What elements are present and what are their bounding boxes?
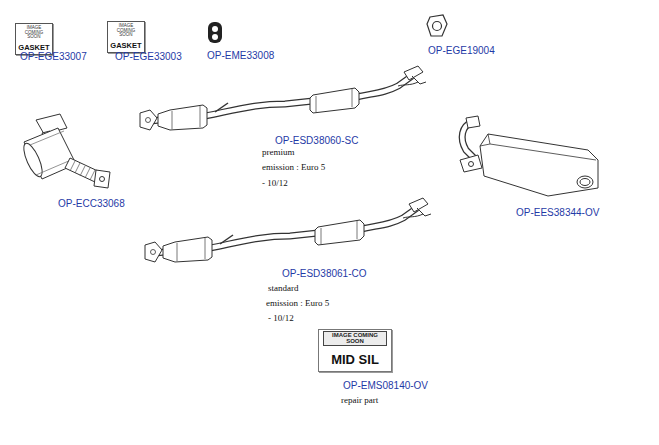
gasket-box: IMAGE COMING SOON GASKET bbox=[107, 21, 145, 53]
catalyst-figure bbox=[20, 114, 110, 188]
note-holder: standard bbox=[268, 277, 299, 295]
part-title: GASKET bbox=[18, 43, 49, 52]
part-note: - 10/12 bbox=[262, 178, 288, 188]
part-note: - 10/12 bbox=[268, 313, 294, 323]
part-number-holder: OP-EME33008 bbox=[207, 45, 274, 63]
note-holder: emission : Euro 5 bbox=[262, 156, 325, 174]
part-number: OP-EES38344-OV bbox=[516, 207, 599, 218]
premium-pipe-figure bbox=[140, 66, 426, 130]
part-number: OP-EGE19004 bbox=[428, 45, 495, 56]
part-note: emission : Euro 5 bbox=[266, 298, 329, 308]
part-number: OP-EGE33007 bbox=[20, 51, 87, 62]
part-note: premium bbox=[262, 147, 295, 157]
part-number-holder: OP-EMS08140-OV bbox=[343, 375, 428, 393]
part-number-holder: OP-EGE33007 bbox=[20, 46, 87, 64]
part-note: emission : Euro 5 bbox=[262, 162, 325, 172]
hanger-icon bbox=[208, 22, 222, 43]
placeholder-box: IMAGE COMING SOON MID SIL bbox=[318, 329, 392, 372]
flange-gasket-icon bbox=[427, 15, 447, 36]
part-title: GASKET bbox=[110, 41, 141, 50]
part-number-holder: OP-EES38344-OV bbox=[516, 202, 599, 220]
note-holder: premium bbox=[262, 141, 295, 159]
rear-silencer-figure bbox=[460, 116, 598, 196]
part-number-holder: OP-EGE33003 bbox=[115, 46, 182, 64]
part-number-holder: OP-EGE19004 bbox=[428, 40, 495, 58]
part-number-holder: OP-ESD38061-CO bbox=[282, 263, 366, 281]
part-number: OP-ESD38061-CO bbox=[282, 268, 366, 279]
note-holder: - 10/12 bbox=[262, 172, 288, 190]
part-number: OP-ECC33068 bbox=[58, 198, 125, 209]
note-holder: emission : Euro 5 bbox=[266, 292, 329, 310]
part-note: standard bbox=[268, 283, 299, 293]
part-number-holder: OP-ECC33068 bbox=[58, 193, 125, 211]
gasket-box: IMAGE COMING SOON GASKET bbox=[15, 23, 53, 55]
standard-pipe-figure bbox=[145, 198, 431, 262]
placeholder-note: IMAGE COMING SOON bbox=[110, 24, 142, 38]
placeholder-note: IMAGE COMING SOON bbox=[323, 331, 387, 346]
part-number: OP-EMS08140-OV bbox=[343, 380, 428, 391]
part-number: OP-EME33008 bbox=[207, 50, 274, 61]
part-number-holder: OP-ESD38060-SC bbox=[275, 130, 358, 148]
placeholder-note: IMAGE COMING SOON bbox=[18, 26, 50, 40]
note-holder: - 10/12 bbox=[268, 307, 294, 325]
part-number: OP-ESD38060-SC bbox=[275, 135, 358, 146]
part-note: repair part bbox=[341, 395, 378, 405]
note-holder: repair part bbox=[341, 389, 378, 407]
part-title: MID SIL bbox=[331, 352, 379, 368]
part-number: OP-EGE33003 bbox=[115, 51, 182, 62]
